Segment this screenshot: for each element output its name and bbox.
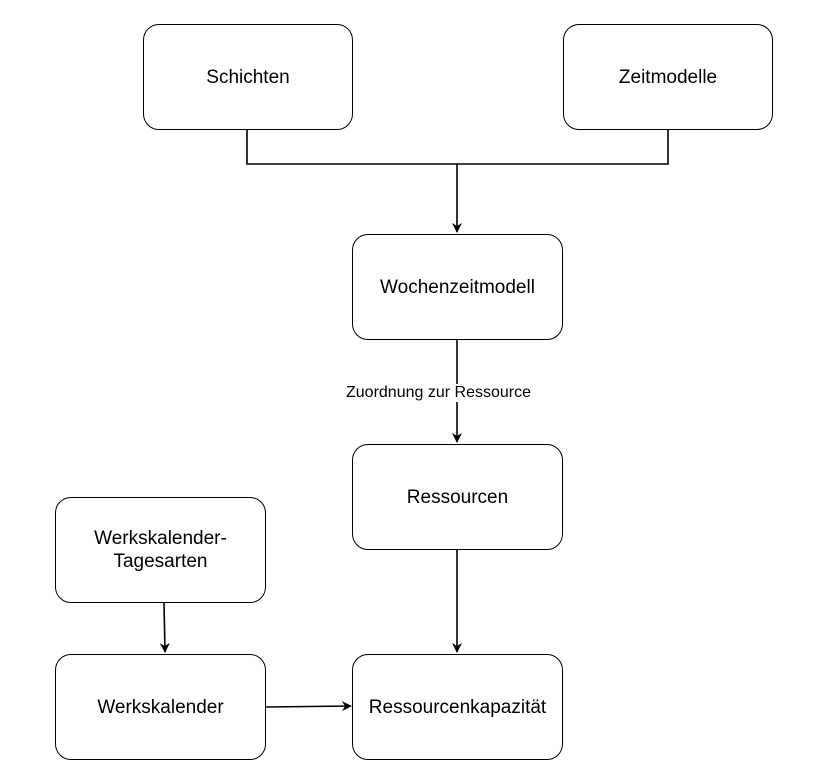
node-werkskalender-tagesarten[interactable]: Werkskalender- Tagesarten	[55, 497, 266, 603]
node-schichten[interactable]: Schichten	[143, 24, 353, 130]
edge-schichten-to-wochenzeitmodell	[246, 130, 462, 233]
node-wochenzeitmodell-label: Wochenzeitmodell	[380, 276, 535, 298]
node-werkskalender-tagesarten-label-line2: Tagesarten	[113, 551, 208, 572]
node-werkskalender-tagesarten-label-line1: Werkskalender-	[94, 528, 227, 549]
edge-zeitmodelle-to-wochenzeitmodell	[457, 130, 669, 165]
node-zeitmodelle[interactable]: Zeitmodelle	[563, 24, 773, 130]
edge-label-zuordnung: Zuordnung zur Ressource	[344, 384, 533, 402]
node-ressourcenkapazitaet[interactable]: Ressourcenkapazität	[352, 654, 563, 760]
node-werkskalender-label: Werkskalender	[97, 696, 224, 718]
node-ressourcenkapazitaet-label: Ressourcenkapazität	[368, 696, 547, 718]
node-zeitmodelle-label: Zeitmodelle	[618, 66, 718, 88]
node-ressourcen[interactable]: Ressourcen	[352, 444, 563, 550]
edge-werkskalender-to-ressourcenkapazitaet	[265, 701, 352, 712]
node-werkskalender[interactable]: Werkskalender	[55, 654, 266, 760]
node-schichten-label: Schichten	[206, 66, 290, 88]
edge-tagesarten-to-werkskalender	[159, 602, 170, 653]
node-wochenzeitmodell[interactable]: Wochenzeitmodell	[352, 234, 563, 340]
node-ressourcen-label: Ressourcen	[406, 486, 509, 508]
